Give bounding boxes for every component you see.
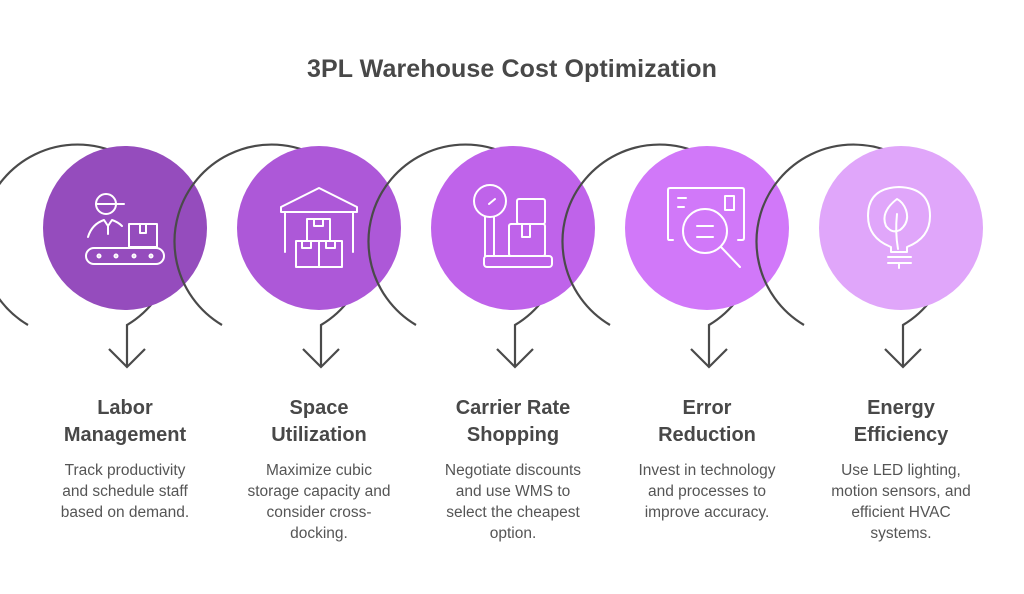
step-3-title-line2: Shopping: [466, 424, 560, 446]
step-4-title-line1: Error: [682, 397, 732, 419]
desc-line: Negotiate discounts: [444, 462, 582, 479]
step-5-title-line2: Efficiency: [853, 424, 949, 446]
step-3-title: Carrier Rate Shopping: [421, 395, 605, 449]
desc-line: and use WMS to: [455, 483, 571, 500]
desc-line: Track productivity: [64, 462, 186, 479]
step-1-title-line1: Labor: [97, 397, 153, 419]
desc-line: storage capacity and: [247, 483, 391, 500]
step-2-graphic: [173, 143, 401, 369]
desc-line: improve accuracy.: [644, 504, 770, 521]
step-3-text: Carrier Rate Shopping Negotiate discount…: [421, 395, 605, 544]
scale-package-icon: [473, 184, 553, 268]
diagram-title: 3PL Warehouse Cost Optimization: [306, 55, 718, 83]
leaf-bulb-icon: [867, 186, 931, 269]
step-3-title-line1: Carrier Rate: [455, 397, 571, 419]
arrow-head-5: [884, 348, 922, 369]
desc-line: option.: [489, 525, 537, 542]
worker-conveyor-icon: [85, 193, 165, 265]
step-5-text: Energy Efficiency Use LED lighting, moti…: [809, 395, 993, 544]
step-2-title-line2: Utilization: [271, 424, 367, 446]
warehouse-boxes-icon: [280, 187, 358, 268]
arrow-head-2: [302, 348, 340, 369]
step-4-circle: [625, 146, 789, 310]
step-3-circle: [431, 146, 595, 310]
step-1-title-line2: Management: [63, 424, 187, 446]
step-1-description: Track productivity and schedule staff ba…: [33, 460, 217, 523]
step-4-title: Error Reduction: [615, 395, 799, 449]
desc-line: systems.: [870, 525, 932, 542]
step-2-text: Space Utilization Maximize cubic storage…: [227, 395, 411, 544]
step-2-circle: [237, 146, 401, 310]
step-4-description: Invest in technology and processes to im…: [615, 460, 799, 523]
step-4-graphic: [561, 143, 789, 369]
desc-line: and processes to: [647, 483, 767, 500]
desc-line: based on demand.: [60, 504, 190, 521]
step-5-graphic: [755, 143, 983, 369]
arrow-head-1: [108, 348, 146, 369]
step-2-description: Maximize cubic storage capacity and cons…: [227, 460, 411, 544]
desc-line: and schedule staff: [62, 483, 188, 500]
step-5-title-line1: Energy: [867, 397, 935, 419]
document-magnifier-icon: [667, 187, 745, 268]
step-1-circle: [43, 146, 207, 310]
desc-line: select the cheapest: [446, 504, 580, 521]
desc-line: consider cross-: [266, 504, 372, 521]
desc-line: docking.: [290, 525, 348, 542]
step-4-text: Error Reduction Invest in technology and…: [615, 395, 799, 523]
desc-line: efficient HVAC: [851, 504, 951, 521]
step-2-title-line1: Space: [289, 397, 349, 419]
arrow-head-3: [496, 348, 534, 369]
step-5-description: Use LED lighting, motion sensors, and ef…: [809, 460, 993, 544]
desc-line: Invest in technology: [638, 462, 776, 479]
desc-line: motion sensors, and: [831, 483, 971, 500]
step-3-description: Negotiate discounts and use WMS to selec…: [421, 460, 605, 544]
desc-line: Maximize cubic: [266, 462, 372, 479]
step-2-title: Space Utilization: [227, 395, 411, 449]
step-1-title: Labor Management: [33, 395, 217, 449]
arrow-head-4: [690, 348, 728, 369]
step-5-title: Energy Efficiency: [809, 395, 993, 449]
step-3-graphic: [367, 143, 595, 369]
step-1-graphic: [0, 143, 207, 369]
step-4-title-line2: Reduction: [658, 424, 756, 446]
step-1-text: Labor Management Track productivity and …: [33, 395, 217, 523]
desc-line: Use LED lighting,: [841, 462, 961, 479]
